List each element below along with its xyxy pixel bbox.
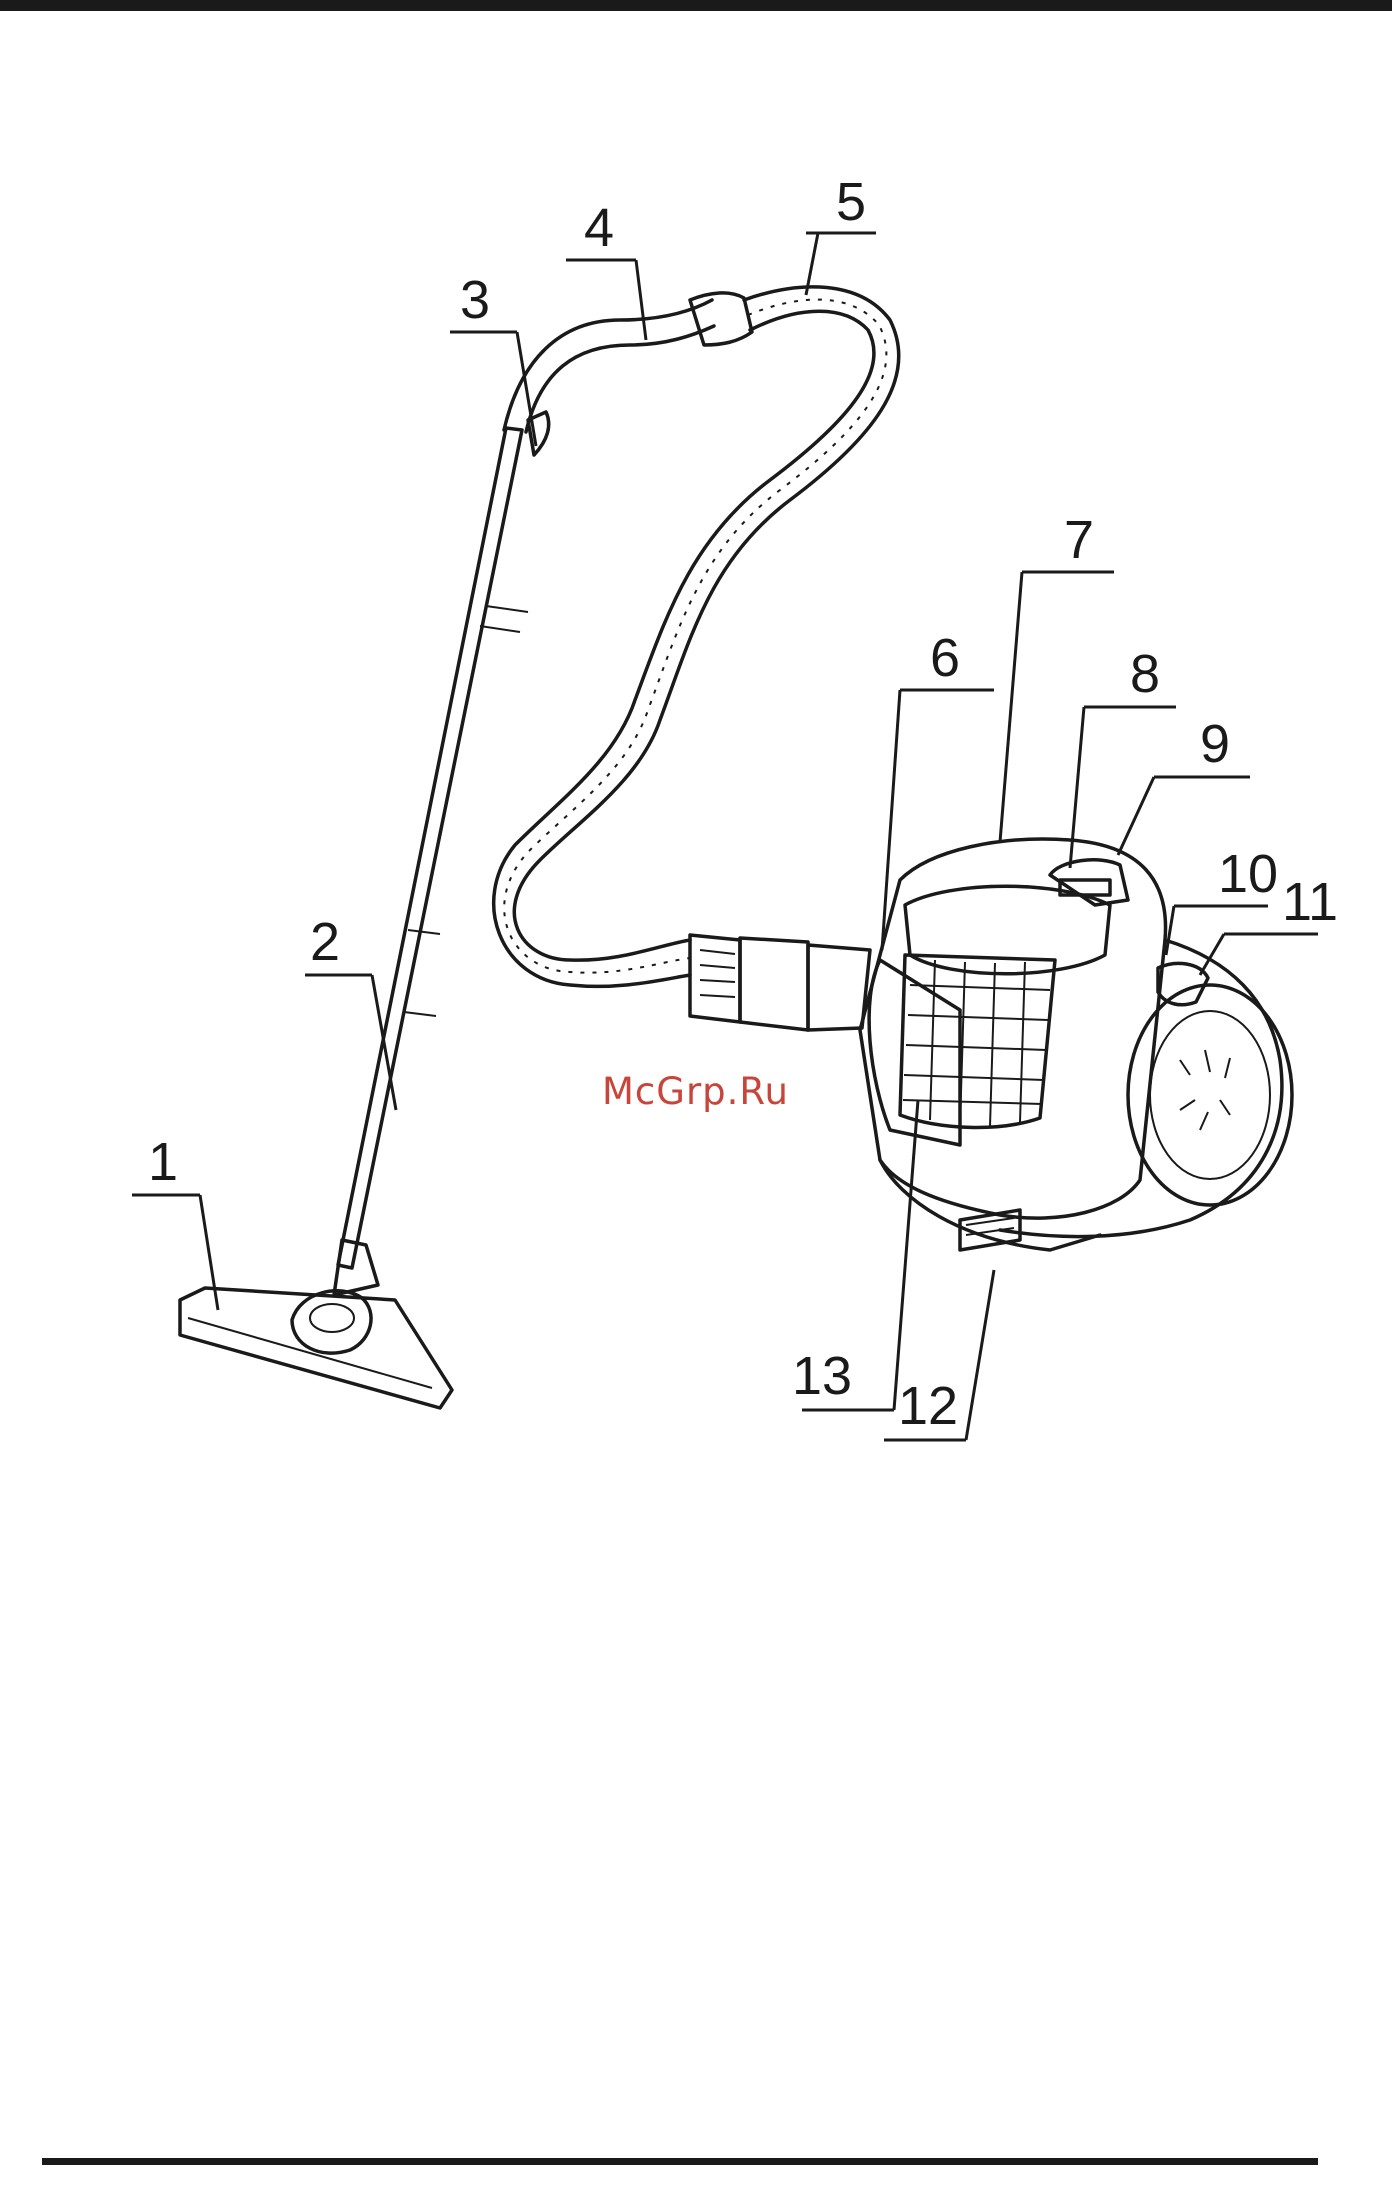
callout-9: 9 [1200,714,1230,774]
callout-12: 12 [898,1376,958,1436]
callout-13: 13 [792,1346,852,1406]
callout-1: 1 [148,1132,178,1192]
hose-connector [690,935,870,1030]
flexible-hose [494,287,899,986]
callout-7: 7 [1064,510,1094,570]
callout-3: 3 [460,270,490,330]
watermark: McGrp.Ru [602,1070,789,1113]
callout-4: 4 [584,198,614,258]
leader-lines [132,233,1318,1440]
callout-10: 10 [1218,844,1278,904]
floor-nozzle [180,1288,452,1408]
hose-handle [504,293,752,455]
telescopic-tube [334,428,528,1295]
callout-5: 5 [836,172,866,232]
dust-container [900,955,1055,1127]
callout-8: 8 [1130,644,1160,704]
callout-11: 11 [1282,872,1338,932]
callout-2: 2 [310,912,340,972]
callout-labels: 1 2 3 4 5 6 7 8 9 10 11 12 13 [148,172,1338,1436]
callout-6: 6 [930,628,960,688]
